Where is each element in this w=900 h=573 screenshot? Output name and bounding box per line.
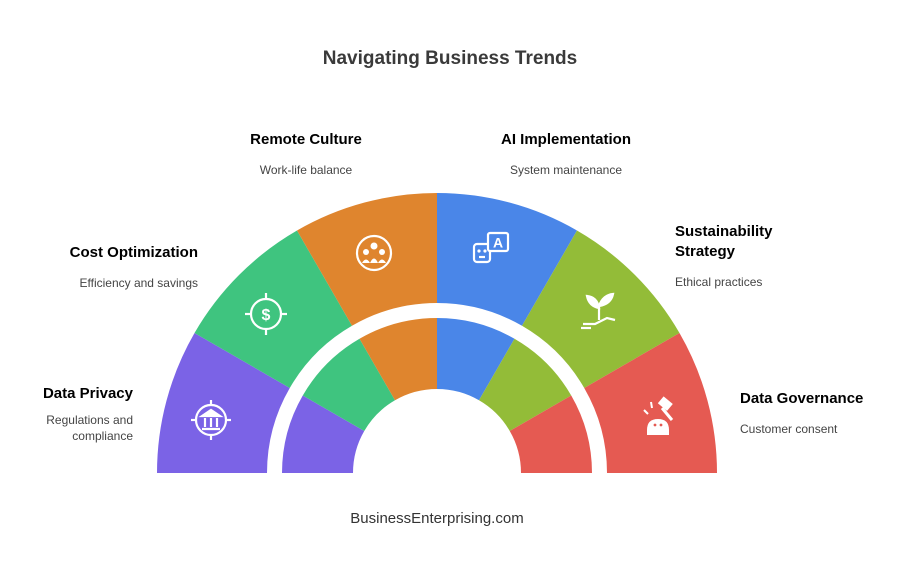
segment-heading: Sustainability Strategy (675, 223, 773, 260)
inner-segment-1 (282, 395, 365, 473)
plant-hand-icon (581, 292, 616, 330)
label-data-governance: Data Governance Customer consent (740, 389, 895, 437)
svg-text:$: $ (262, 307, 271, 324)
label-data-privacy: Data Privacy Regulations and compliance (0, 384, 133, 444)
dollar-target-icon: $ (245, 293, 287, 335)
outer-segment-3 (297, 193, 437, 326)
outer-segment-5 (522, 230, 680, 388)
label-remote-culture: Remote Culture Work-life balance (216, 130, 396, 178)
svg-text:A: A (493, 235, 503, 251)
label-ai-implementation: AI Implementation System maintenance (466, 130, 666, 178)
team-icon (355, 234, 393, 272)
segment-heading: AI Implementation (500, 131, 631, 148)
label-sustainability-strategy: Sustainability Strategy Ethical practice… (675, 222, 855, 290)
gavel-icon (643, 396, 674, 435)
outer-ring (157, 193, 717, 473)
inner-segment-3 (359, 318, 437, 401)
segment-heading: Data Governance (740, 390, 864, 407)
segment-description: System maintenance (509, 163, 623, 177)
outer-segment-1 (157, 333, 290, 473)
inner-segment-4 (437, 318, 515, 401)
icon-layer: $ A (191, 231, 674, 440)
inner-segment-5 (479, 338, 572, 431)
outer-segment-2 (194, 230, 352, 388)
segment-heading: Cost Optimization (69, 244, 198, 261)
inner-segment-2 (302, 338, 395, 431)
segment-heading: Data Privacy (42, 385, 133, 402)
segment-description: Ethical practices (675, 275, 763, 289)
segment-description: Customer consent (740, 422, 838, 436)
robot-ai-icon: A (472, 231, 510, 264)
bank-icon (191, 400, 231, 440)
inner-ring (282, 318, 592, 473)
diagram-title: Navigating Business Trends (322, 48, 578, 69)
segment-heading: Remote Culture (250, 131, 362, 148)
segment-description: Work-life balance (259, 163, 353, 177)
segment-description: Efficiency and savings (79, 276, 198, 290)
footer-source: BusinessEnterprising.com (350, 510, 524, 527)
inner-segment-6 (509, 395, 592, 473)
label-cost-optimization: Cost Optimization Efficiency and savings (8, 243, 198, 291)
segment-description: Regulations and compliance (46, 413, 133, 443)
outer-segment-4 (437, 193, 577, 326)
